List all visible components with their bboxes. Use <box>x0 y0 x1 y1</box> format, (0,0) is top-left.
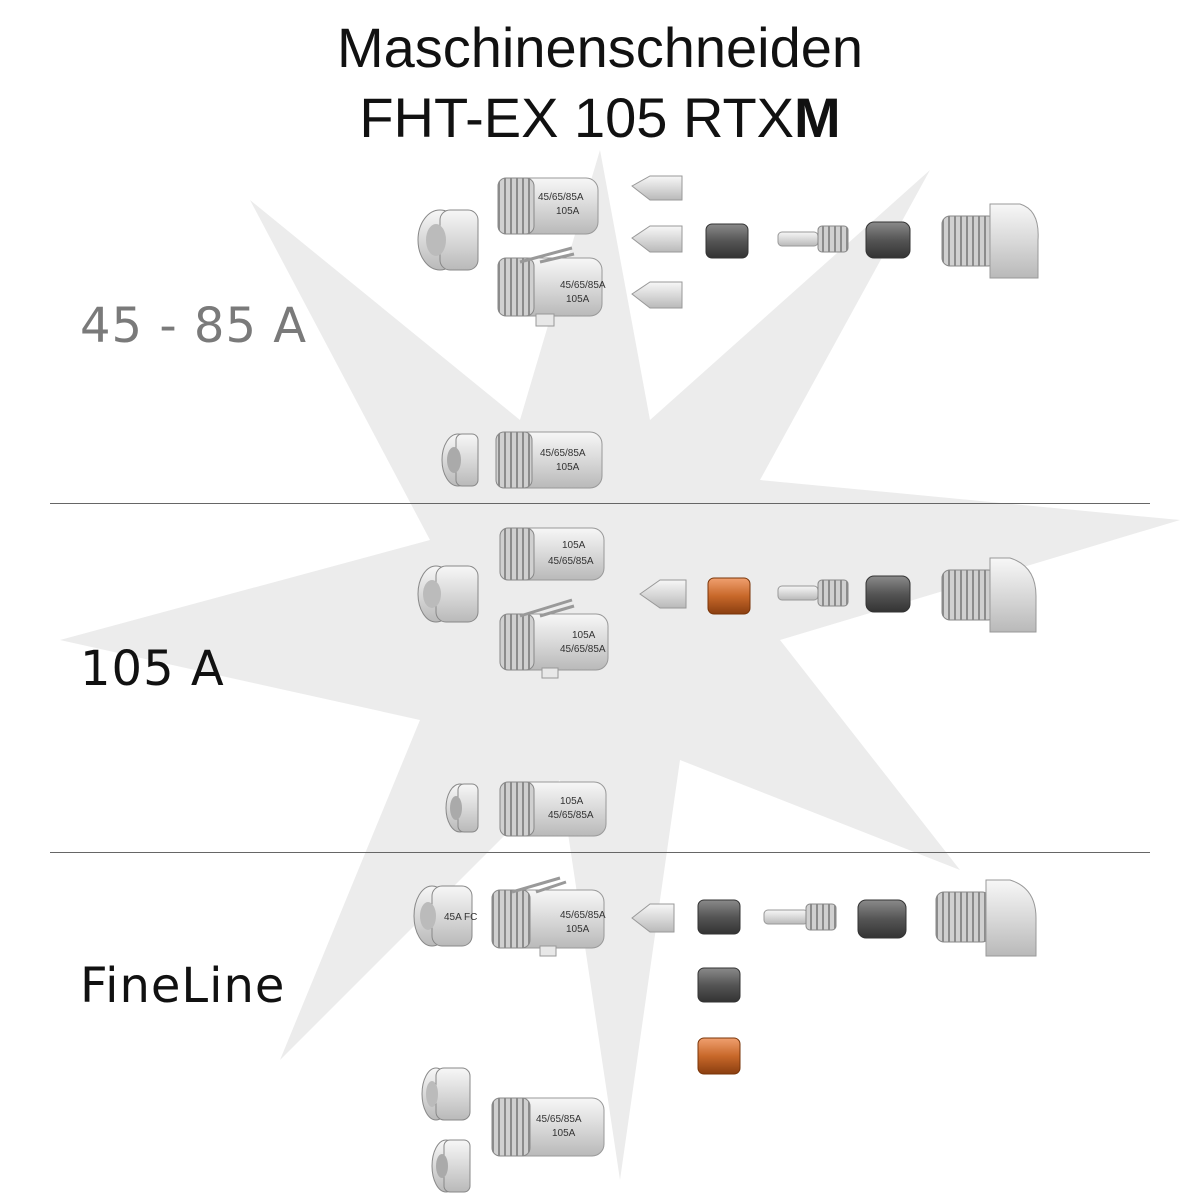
engraving-tag: 105A <box>566 924 590 935</box>
shield-deflector-part <box>445 783 479 833</box>
section-divider-1 <box>50 503 1150 504</box>
retaining-cap-part: 45/65/85A 105A <box>497 177 599 235</box>
swirl-ring-part <box>697 967 741 1003</box>
engraving-tag: 105A <box>552 1128 576 1139</box>
insulator-part <box>865 575 911 613</box>
section1-parts: 45/65/85A 105A 45/65/85A 105A <box>417 175 1039 489</box>
ohmic-retaining-cap-part: 105A 45/65/85A <box>499 598 609 679</box>
insulator-part <box>857 899 907 939</box>
page-title-line2: FHT-EX 105 RTXM <box>0 88 1200 148</box>
retaining-cap-part: 105A 45/65/85A <box>499 781 607 837</box>
insulator-part <box>865 221 911 259</box>
copper-swirl-ring-part <box>707 577 751 615</box>
shield-deflector-part <box>441 433 479 487</box>
engraving-text: 45/65/85A <box>560 280 606 291</box>
engraving-text: 45/65/85A <box>536 1114 582 1125</box>
engraving-text: 45/65/85A <box>560 910 606 921</box>
engraving-tag: 105A <box>566 294 590 305</box>
section-label-45-85: 45 - 85 A <box>80 298 308 354</box>
title-model: FHT-EX 105 RTX <box>359 86 794 149</box>
swirl-ring-part <box>705 223 749 259</box>
electrode-part <box>763 903 837 931</box>
engraving-tag: 105A <box>556 206 580 217</box>
ohmic-retaining-cap-part: 45/65/85A 105A <box>491 876 606 957</box>
title-model-suffix: M <box>794 86 841 149</box>
nozzle-part <box>631 903 675 933</box>
torch-head-part <box>941 557 1037 633</box>
engraving-text: 105A <box>562 540 586 551</box>
electrode-part <box>777 579 849 607</box>
shield-part <box>417 565 479 623</box>
nozzle-part <box>631 175 683 309</box>
section-divider-2 <box>50 852 1150 853</box>
torch-head-part <box>935 879 1037 957</box>
engraving-tag: 105A <box>556 462 580 473</box>
engraving-text: 105A <box>572 630 596 641</box>
page-title-line1: Maschinenschneiden <box>336 16 864 79</box>
engraving-tag: 45/65/85A <box>560 644 606 655</box>
engraving-text: 45/65/85A <box>540 448 586 459</box>
retaining-cap-part: 105A 45/65/85A <box>499 527 605 581</box>
ohmic-retaining-cap-part: 45/65/85A 105A <box>497 246 606 327</box>
section-label-105: 105 A <box>80 641 225 697</box>
section2-parts: 105A 45/65/85A 105A 45/65/85A <box>417 527 1037 837</box>
engraving-tag: 45/65/85A <box>548 556 594 567</box>
copper-swirl-ring-part <box>697 1037 741 1075</box>
engraving-text: 45A FC <box>444 912 477 923</box>
electrode-part <box>777 225 849 253</box>
fineline-shield-part: 45A FC <box>413 885 477 947</box>
retaining-cap-part: 45/65/85A 105A <box>491 1097 605 1157</box>
torch-head-part <box>941 203 1039 279</box>
swirl-ring-part <box>697 899 741 935</box>
section3-parts: 45A FC 45/65/85A 105A <box>413 876 1037 1193</box>
fineline-shield-part <box>421 1067 471 1121</box>
engraving-tag: 45/65/85A <box>548 810 594 821</box>
section-label-fineline: FineLine <box>80 958 286 1014</box>
shield-part <box>417 209 479 271</box>
retaining-cap-part: 45/65/85A 105A <box>495 431 603 489</box>
engraving-text: 45/65/85A <box>538 192 584 203</box>
engraving-text: 105A <box>560 796 584 807</box>
shield-deflector-part <box>431 1139 471 1193</box>
nozzle-part <box>639 579 687 609</box>
